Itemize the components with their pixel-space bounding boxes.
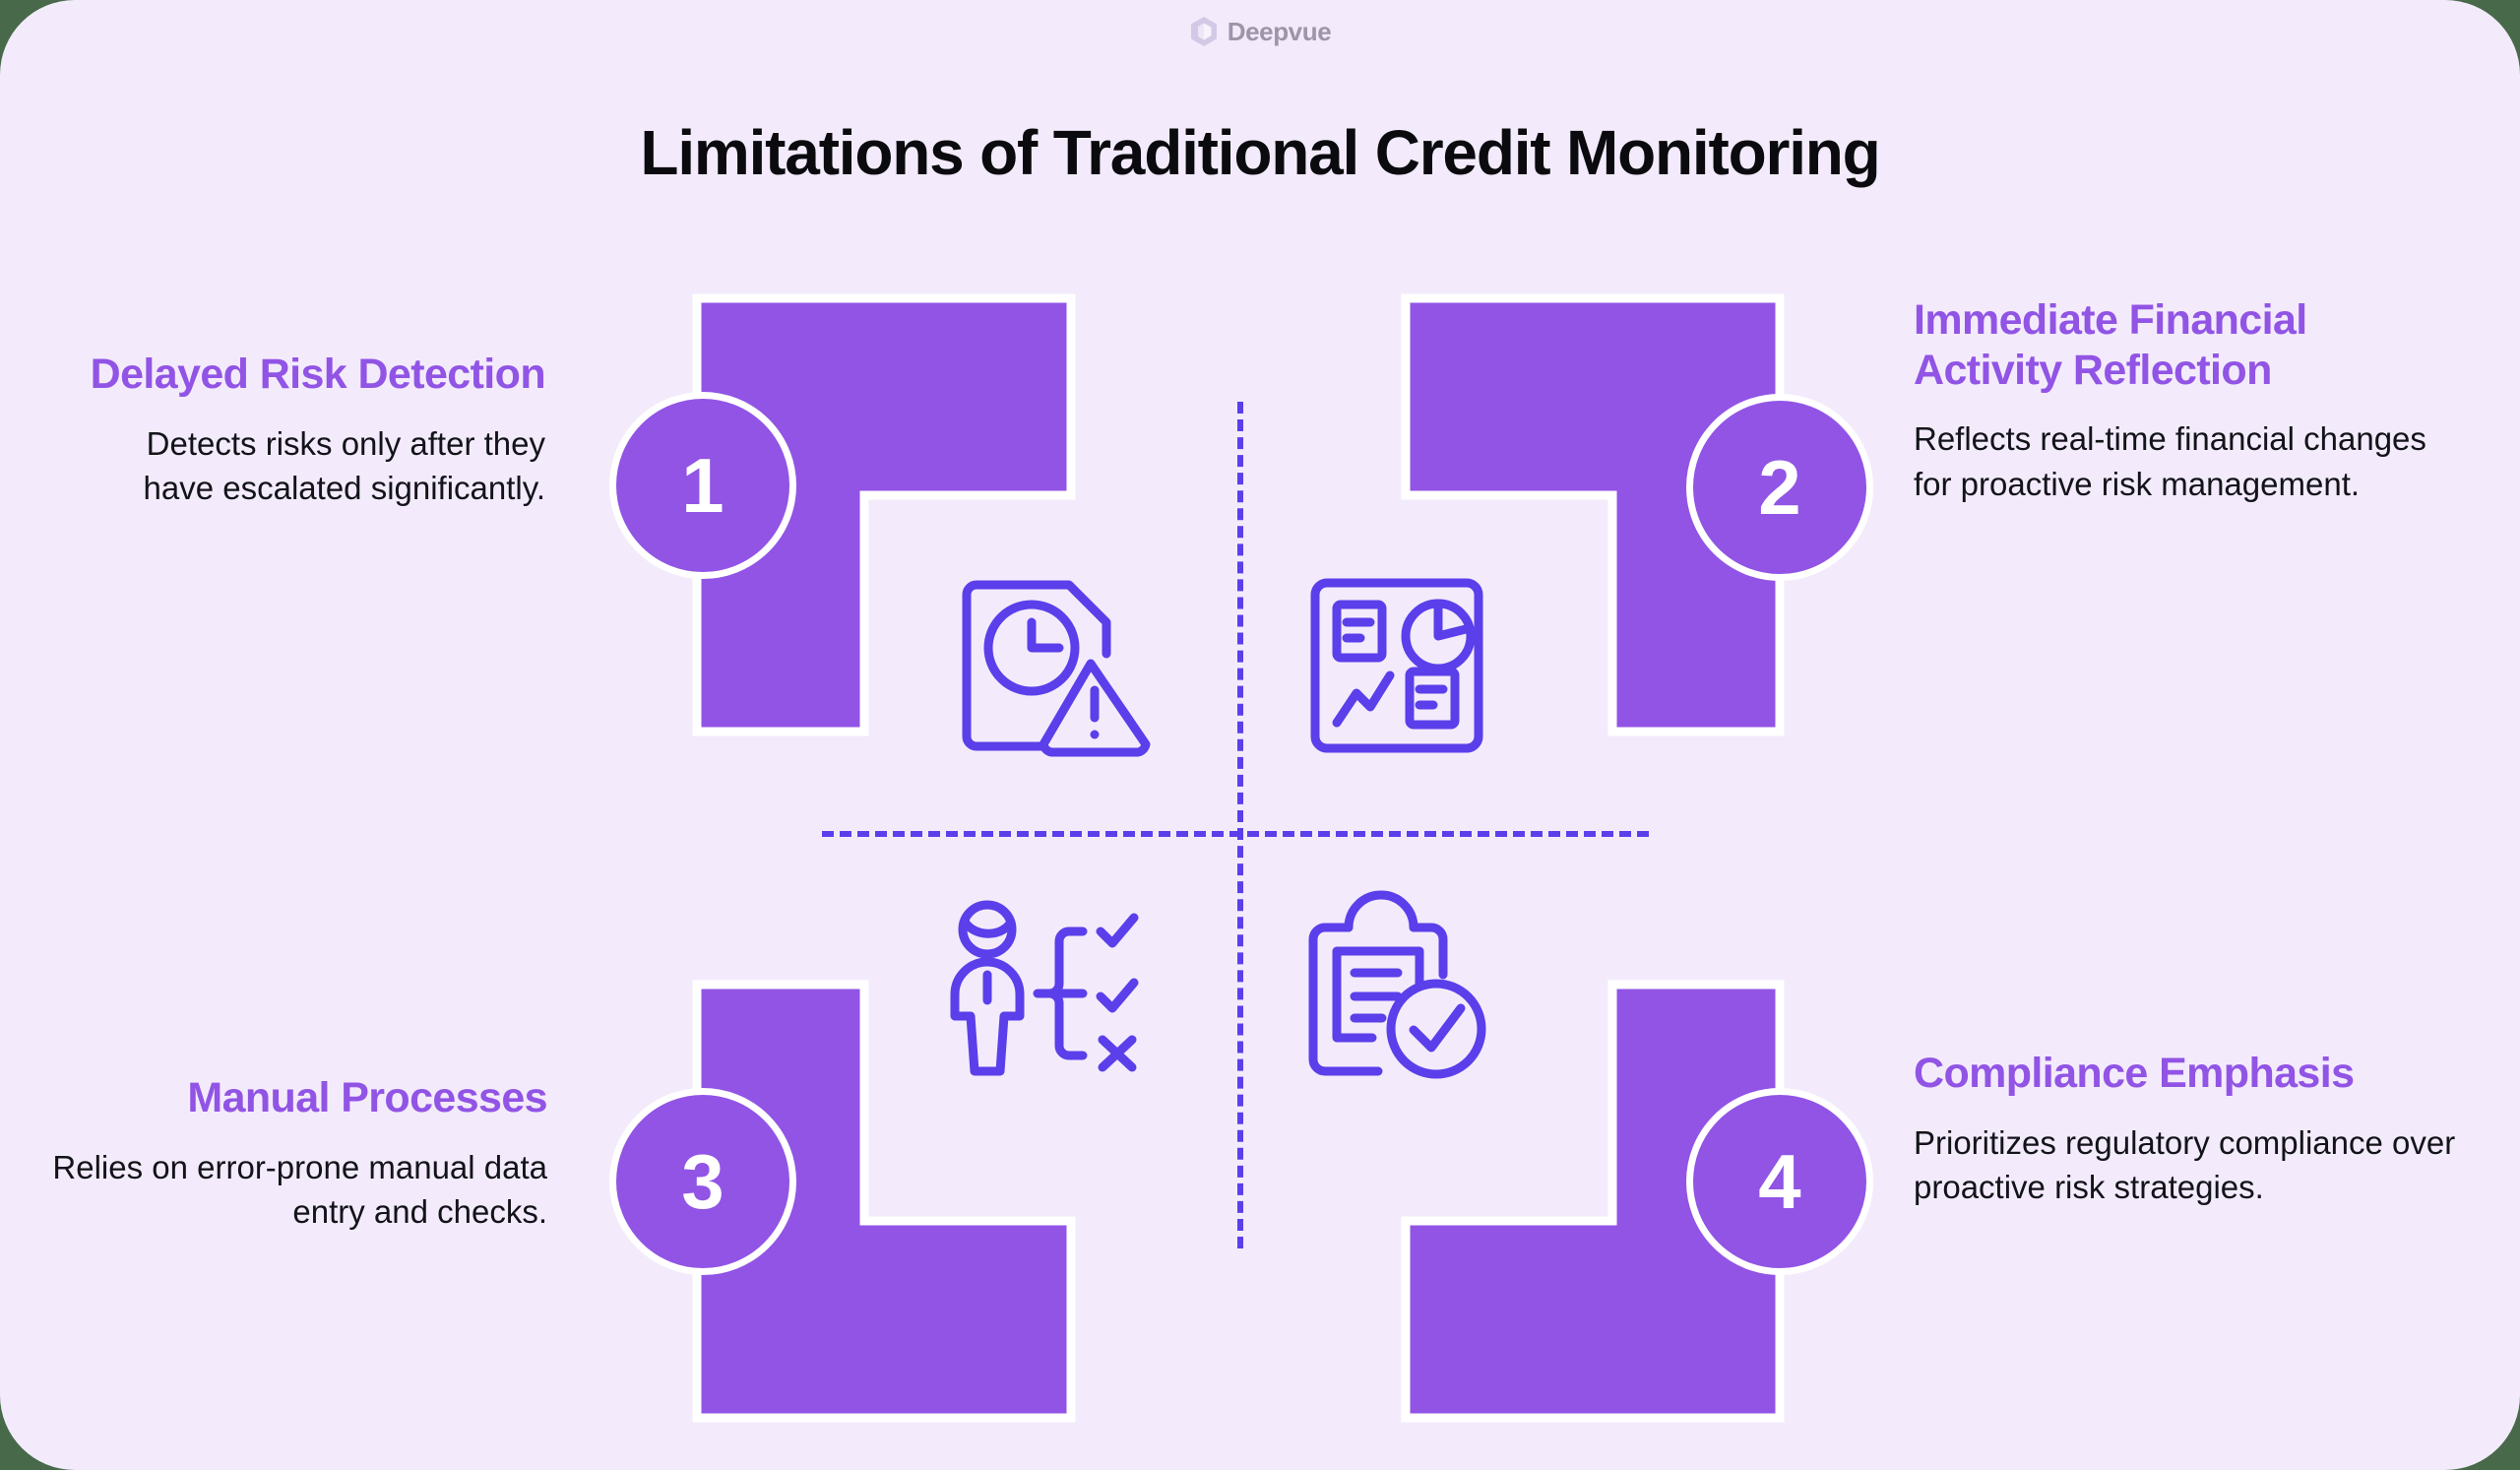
quadrant-shape-1 [692,293,1076,736]
hexagon-cube-logo-icon [1189,16,1219,47]
quadrant-body-3: Relies on error-prone manual data entry … [52,1148,547,1231]
quadrant-number-badge-2: 2 [1686,394,1873,581]
quadrant-shape-4 [1401,980,1785,1423]
quadrant-shape-2 [1401,293,1785,736]
clipboard-check-icon [1307,890,1494,1085]
quadrant-body-2: Reflects real-time financial changes for… [1914,420,2426,502]
brand-name: Deepvue [1227,16,1332,46]
quadrant-title-3: Manual Processes [187,1074,547,1121]
quadrant-title-1: Delayed Risk Detection [90,351,546,398]
quadrant-text-1: Delayed Risk Detection Detects risks onl… [67,350,546,511]
page-title: Limitations of Traditional Credit Monito… [640,117,1880,188]
quadrant-shape-3 [692,980,1076,1423]
quadrant-number-badge-3: 3 [609,1088,796,1275]
document-clock-warning-icon [959,577,1152,760]
quadrant-number-badge-1: 1 [609,392,796,579]
divider-horizontal [822,831,1649,837]
quadrant-body-4: Prioritizes regulatory compliance over p… [1914,1123,2456,1206]
quadrant-number-badge-4: 4 [1686,1088,1873,1275]
quadrant-text-2: Immediate Financial Activity Reflection … [1914,295,2451,507]
person-checklist-icon [943,900,1148,1077]
quadrant-title-2: Immediate Financial Activity Reflection [1914,296,2307,394]
brand-logo: Deepvue [0,16,2520,47]
quadrant-body-1: Detects risks only after they have escal… [143,424,545,507]
quadrant-title-4: Compliance Emphasis [1914,1050,2355,1097]
analytics-dashboard-icon [1309,577,1484,754]
quadrant-text-3: Manual Processes Relies on error-prone m… [43,1073,547,1235]
quadrant-text-4: Compliance Emphasis Prioritizes regulato… [1914,1049,2465,1210]
divider-vertical [1237,402,1243,1248]
